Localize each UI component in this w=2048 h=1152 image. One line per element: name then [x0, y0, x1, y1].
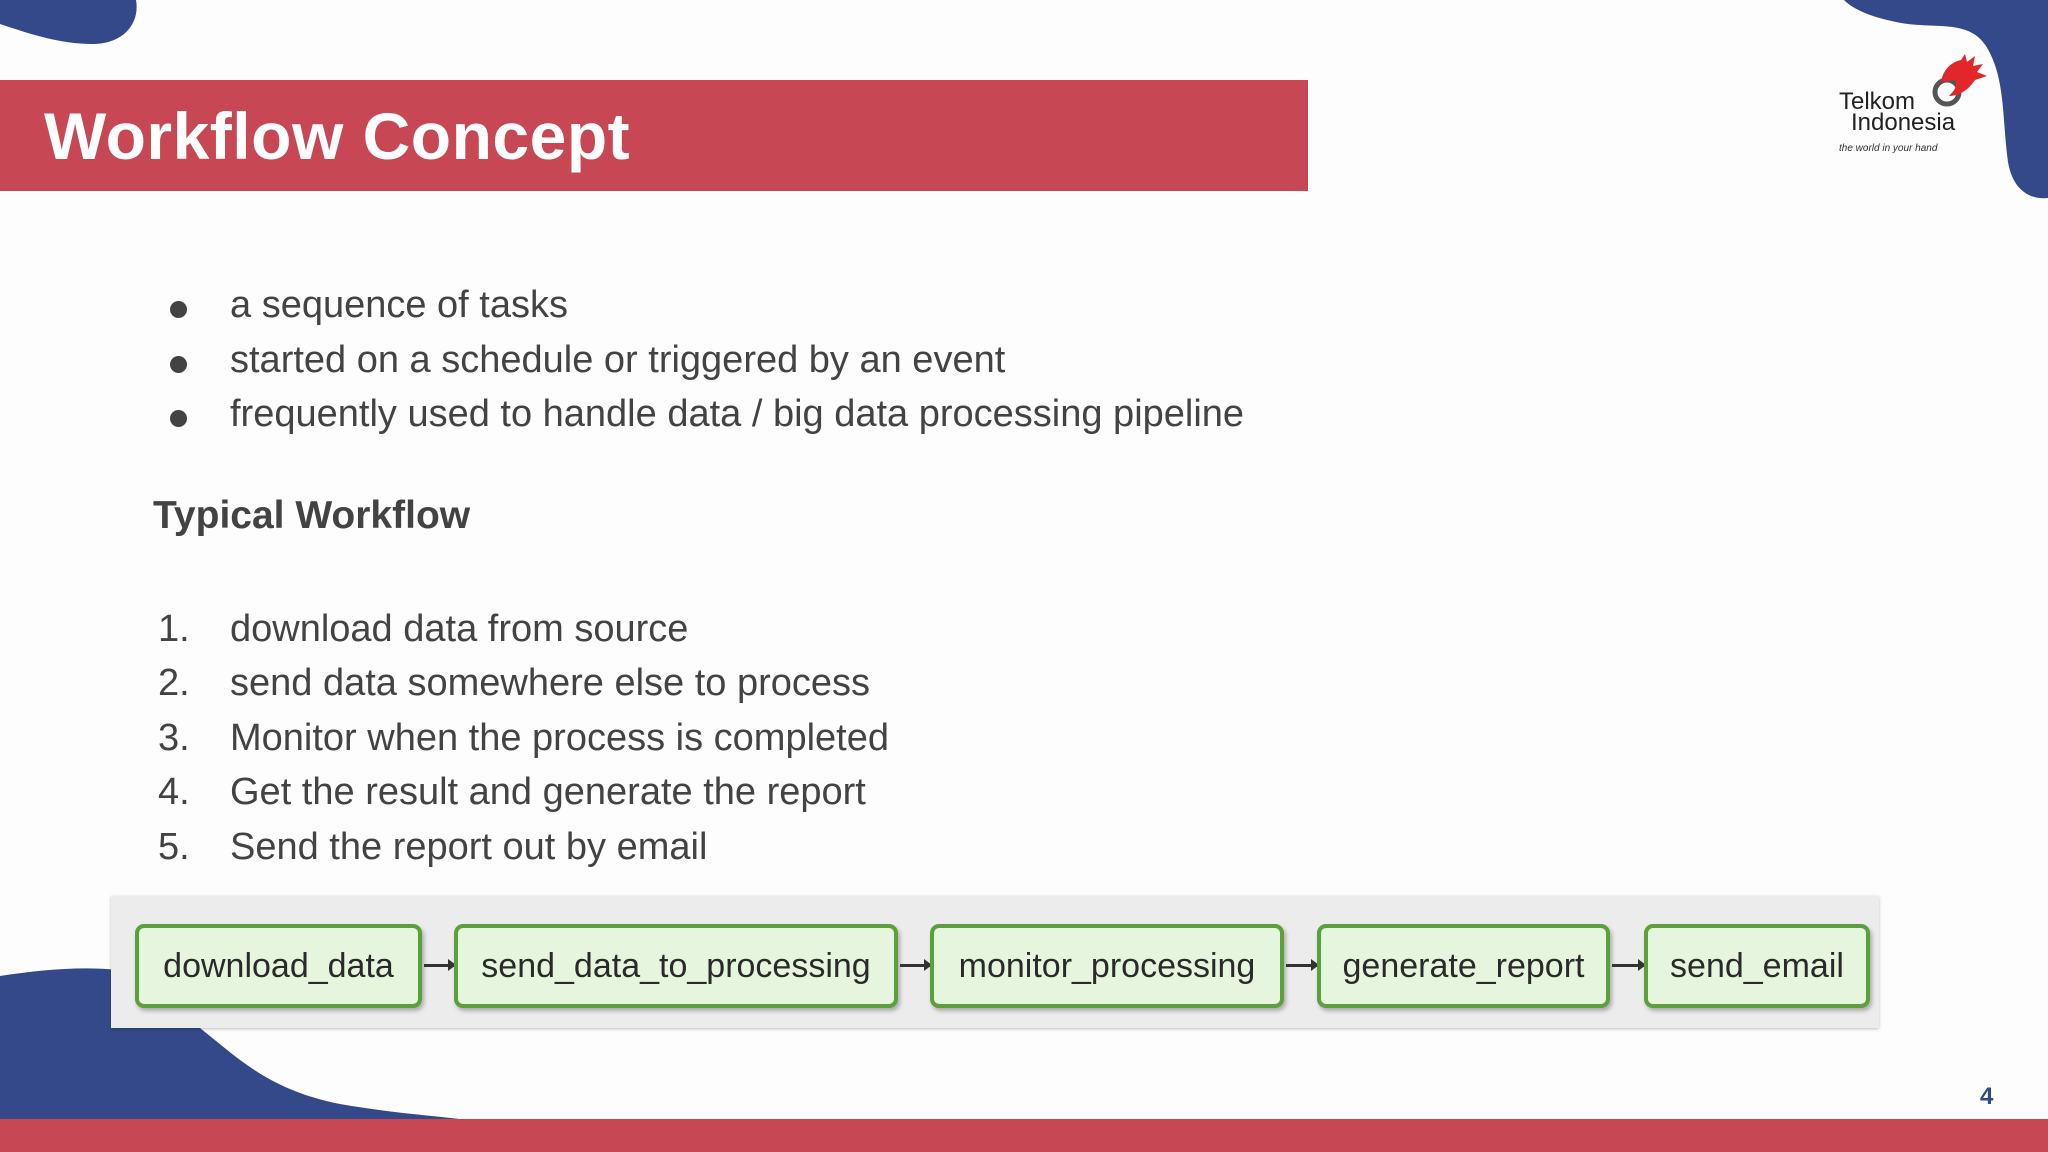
decorative-blob-top-left: [0, 0, 137, 44]
decorative-blob-top-right: [1844, 0, 2048, 199]
bullet-text: a sequence of tasks: [230, 284, 568, 326]
workflow-node-download-data: download_data: [135, 924, 422, 1008]
bullet-dot-icon: [170, 355, 187, 373]
bullet-dot-icon: [170, 410, 187, 427]
step-number: 3.: [158, 716, 190, 759]
logo-tagline: the world in your hand: [1839, 143, 1938, 154]
telkom-logo: Telkom Indonesia the world in your hand: [1835, 52, 1987, 162]
bottom-accent-stripe: [0, 1119, 2048, 1152]
step-text: Get the result and generate the report: [230, 771, 866, 814]
workflow-arrow-icon: [424, 959, 456, 971]
telkom-hand-icon: [1932, 54, 1987, 107]
workflow-node-monitor-processing: monitor_processing: [930, 924, 1284, 1008]
logo-text-indonesia: Indonesia: [1851, 109, 1956, 136]
step-text: Send the report out by email: [230, 825, 708, 868]
logo-text-telkom: Telkom: [1839, 88, 1916, 115]
title-bar: Workflow Concept: [0, 80, 1308, 191]
workflow-arrow-icon: [1612, 959, 1646, 971]
step-number: 5.: [158, 825, 190, 868]
slide-title: Workflow Concept: [44, 98, 631, 173]
workflow-node-send-data-to-processing: send_data_to_processing: [454, 924, 898, 1008]
typical-workflow-heading: Typical Workflow: [153, 494, 471, 537]
step-text: Monitor when the process is completed: [230, 716, 889, 759]
decorative-blob-bottom-left: [0, 968, 580, 1152]
workflow-node-generate-report: generate_report: [1317, 924, 1610, 1008]
page-number: 4: [1980, 1083, 1994, 1110]
step-number: 4.: [158, 771, 190, 814]
step-text: send data somewhere else to process: [230, 662, 871, 705]
step-number: 1.: [158, 608, 190, 650]
step-number: 2.: [158, 662, 190, 705]
bullet-text: frequently used to handle data / big dat…: [230, 393, 1245, 435]
bullet-dot-icon: [170, 301, 187, 318]
workflow-arrow-icon: [1286, 959, 1319, 971]
workflow-diagram: download_data send_data_to_processing mo…: [111, 896, 1879, 1028]
step-text: download data from source: [230, 608, 689, 650]
workflow-arrow-icon: [900, 959, 932, 971]
workflow-node-send-email: send_email: [1644, 924, 1870, 1008]
bullet-text: started on a schedule or triggered by an…: [230, 338, 1006, 381]
